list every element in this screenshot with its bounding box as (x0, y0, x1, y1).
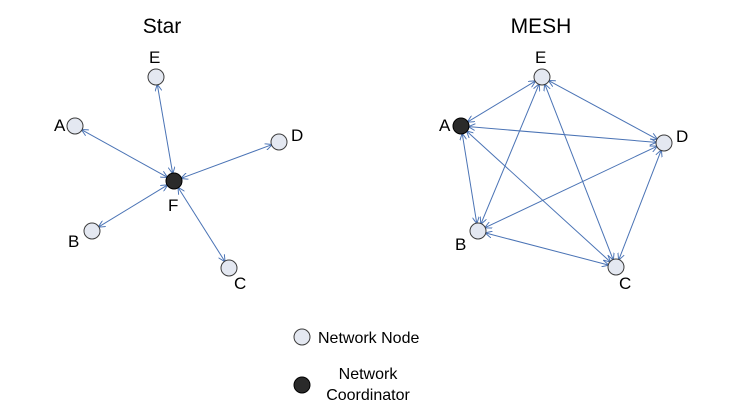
mesh-link-d-b (485, 146, 657, 227)
star-link-f-e (157, 85, 172, 173)
star-label-b: B (68, 232, 79, 251)
star-links (82, 85, 272, 261)
star-node-b (83, 222, 101, 240)
mesh-label-c: C (619, 274, 631, 293)
mesh-label-e: E (535, 48, 546, 67)
star-link-f-a (82, 130, 167, 177)
star-label-a: A (54, 116, 66, 135)
mesh-node-c (607, 258, 625, 276)
legend-network-node-icon (293, 328, 311, 346)
mesh-link-e-d (549, 81, 657, 139)
star-link-f-b (99, 185, 167, 227)
mesh-link-d-c (619, 150, 661, 259)
star-node-c (220, 259, 238, 277)
mesh-link-b-c (486, 233, 609, 265)
star-link-f-c (178, 188, 224, 261)
legend-network-coordinator-icon (293, 376, 311, 394)
star-node-f-coordinator (165, 172, 183, 190)
star-network: E A D F B C (54, 48, 303, 293)
star-label-d: D (291, 126, 303, 145)
legend: Network Node Network Coordinator (293, 328, 419, 404)
star-node-e (147, 68, 165, 86)
legend-coordinator-line1: Network (339, 366, 399, 383)
mesh-node-d (655, 134, 673, 152)
legend-coordinator-line2: Coordinator (326, 387, 410, 404)
mesh-label-a: A (439, 116, 451, 135)
mesh-title: MESH (511, 15, 572, 38)
star-label-f: F (168, 196, 178, 215)
star-link-f-d (181, 145, 271, 178)
star-label-e: E (149, 48, 160, 67)
mesh-link-a-e (468, 81, 535, 122)
star-node-a (66, 117, 84, 135)
legend-network-node-label: Network Node (318, 330, 419, 347)
mesh-node-a-coordinator (452, 117, 470, 135)
mesh-node-b (469, 222, 487, 240)
mesh-label-d: D (676, 127, 688, 146)
mesh-label-b: B (455, 235, 466, 254)
star-title: Star (143, 15, 182, 38)
star-label-c: C (234, 274, 246, 293)
mesh-link-e-b (481, 84, 539, 223)
mesh-node-e (533, 68, 551, 86)
mesh-link-a-b (462, 134, 476, 223)
mesh-links (462, 81, 661, 265)
star-node-d (270, 133, 288, 151)
mesh-network: E A D B C (439, 48, 688, 293)
